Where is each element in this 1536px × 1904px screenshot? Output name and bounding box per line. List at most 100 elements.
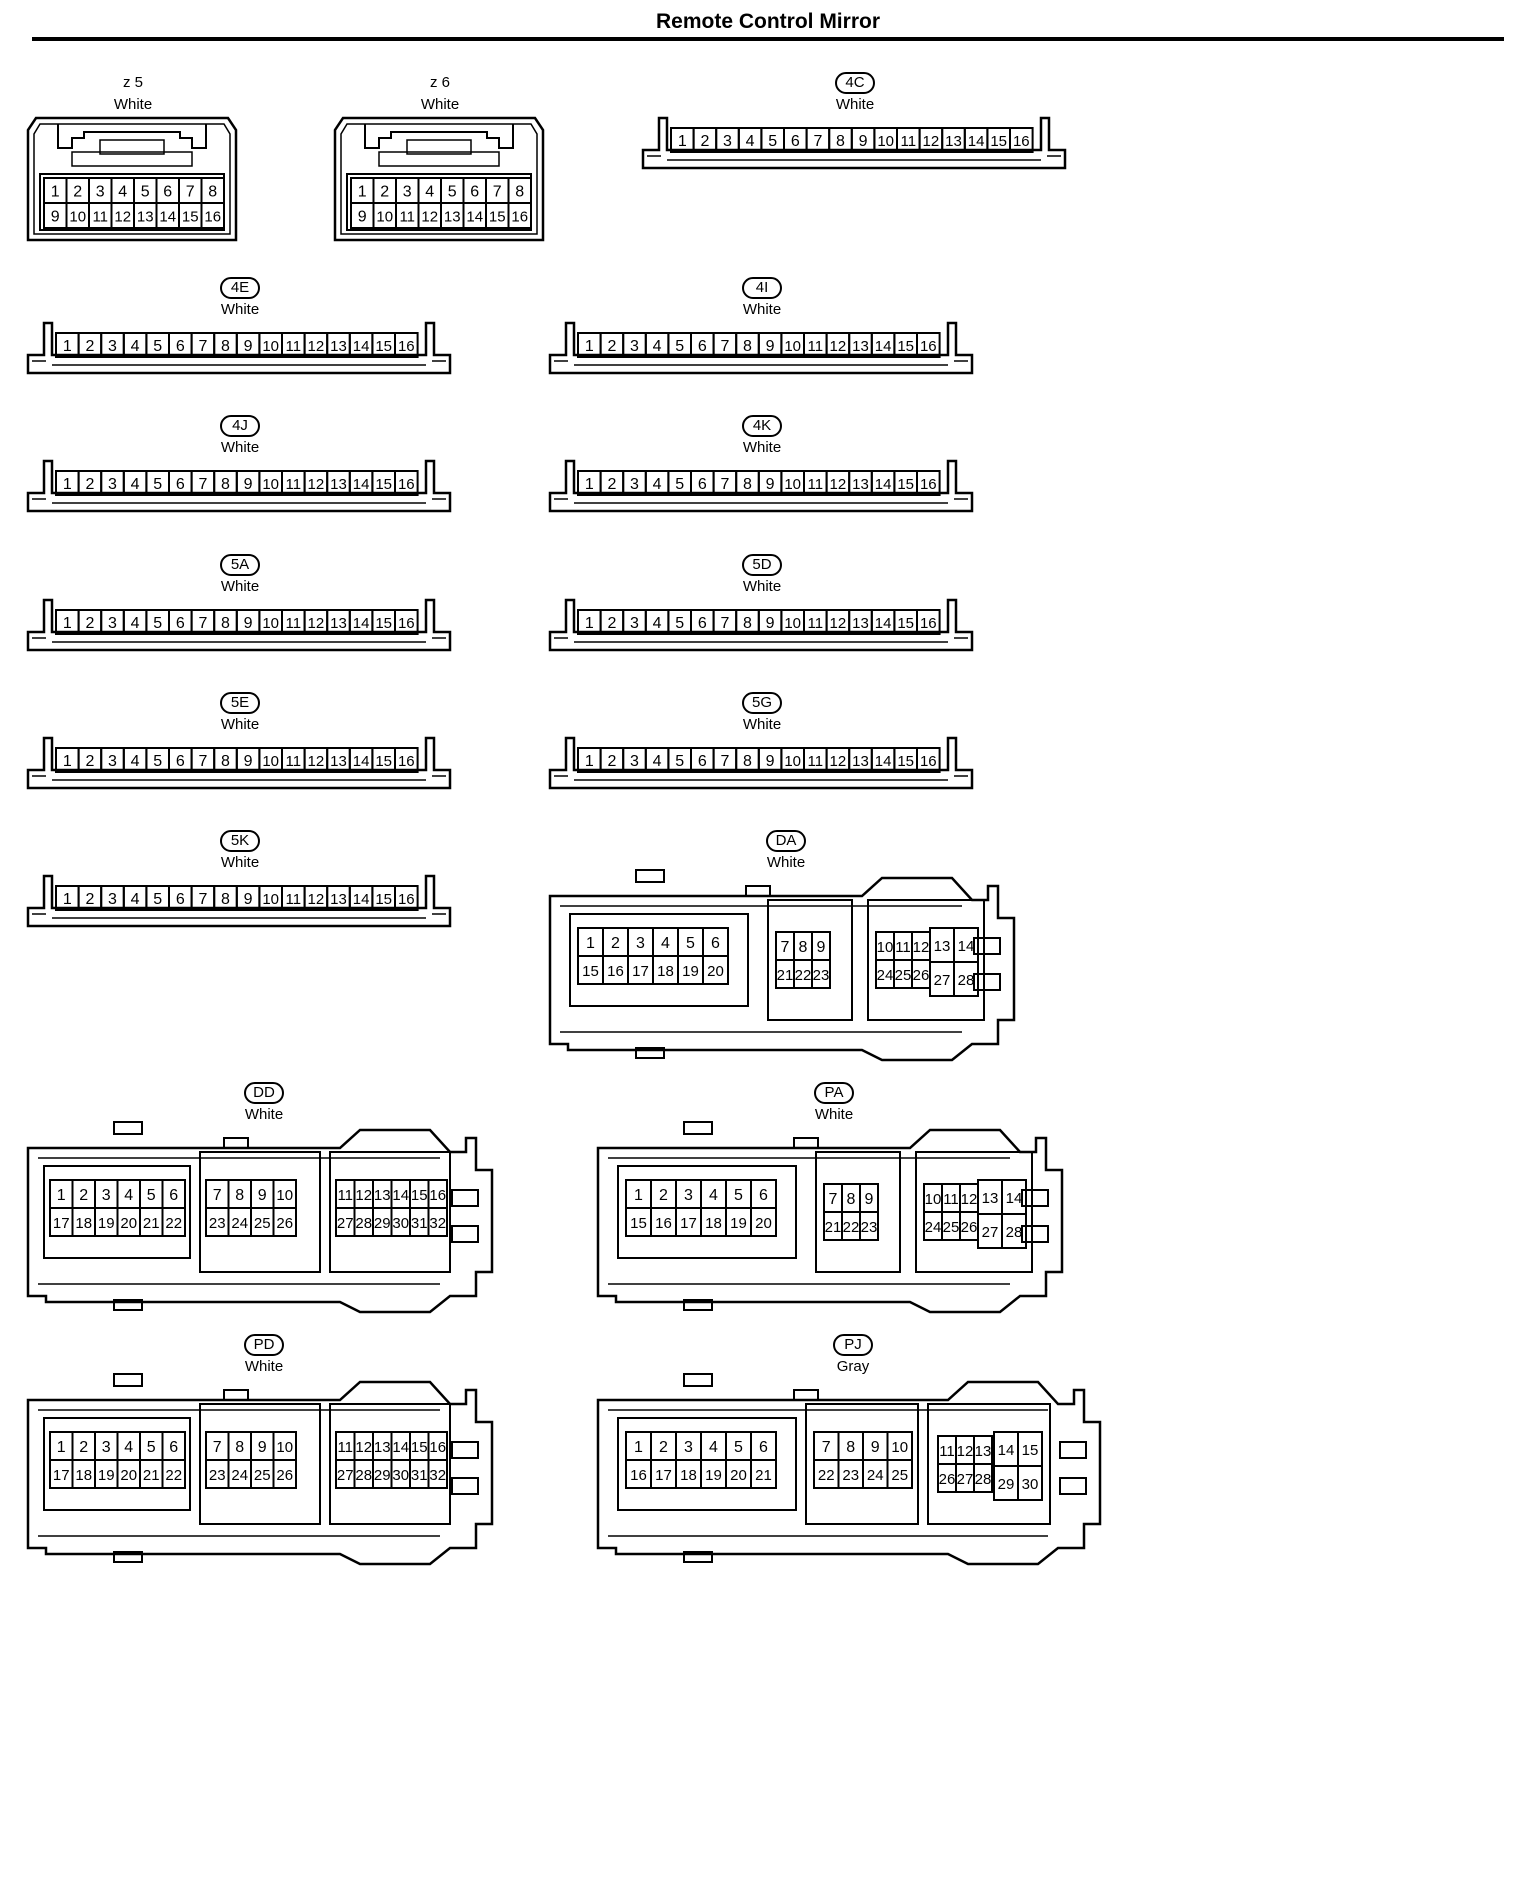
pin-cell: [394, 332, 419, 358]
pin-number: 13: [330, 476, 347, 493]
pin-number: 9: [244, 753, 253, 770]
pin-number: 16: [920, 476, 937, 493]
connector-color: White: [766, 854, 806, 871]
pin-number: 11: [286, 476, 302, 493]
pin-number: 31: [411, 1215, 428, 1232]
connector-code: DD: [244, 1082, 284, 1104]
pin-number: 10: [276, 1439, 293, 1456]
pin-number: 12: [923, 133, 940, 150]
pin-number: 2: [79, 1187, 88, 1204]
pin-number: 11: [399, 209, 415, 226]
pin-number: 12: [308, 476, 325, 493]
pin-number: 4: [118, 184, 127, 201]
connector-color: White: [220, 578, 260, 595]
pin-number: 22: [795, 967, 812, 984]
pin-number: 12: [913, 939, 930, 956]
pin-number: 6: [698, 615, 707, 632]
pin-number: 3: [684, 1187, 693, 1204]
pin-number: 28: [958, 972, 975, 989]
pin-cell: [859, 1211, 879, 1241]
pin-number: 8: [221, 338, 230, 355]
pin-number: 13: [444, 209, 461, 226]
pin-number: 14: [466, 209, 483, 226]
pin-number: 14: [875, 615, 892, 632]
pin-number: 4: [653, 615, 662, 632]
pin-number: 15: [897, 338, 914, 355]
pin-cell: [161, 1459, 186, 1489]
pin-number: 15: [375, 753, 392, 770]
pin-number: 9: [865, 1191, 874, 1208]
page-title: Remote Control Mirror: [655, 10, 880, 33]
pin-number: 24: [867, 1467, 884, 1484]
pin-number: 16: [398, 338, 415, 355]
pin-cell: [953, 961, 979, 997]
pin-number: 16: [920, 753, 937, 770]
pin-number: 9: [871, 1439, 880, 1456]
pin-number: 28: [1006, 1224, 1023, 1241]
pin-number: 27: [934, 972, 951, 989]
pin-number: 7: [720, 615, 729, 632]
pin-number: 16: [607, 963, 624, 980]
pin-number: 3: [684, 1439, 693, 1456]
pin-number: 7: [720, 753, 729, 770]
pin-number: 20: [120, 1467, 137, 1484]
pin-number: 11: [92, 209, 108, 226]
pin-number: 1: [586, 935, 595, 952]
pin-number: 10: [262, 476, 279, 493]
pin-number: 12: [421, 209, 438, 226]
pin-number: 9: [766, 338, 775, 355]
pin-number: 9: [244, 615, 253, 632]
pin-number: 3: [102, 1439, 111, 1456]
pin-number: 12: [830, 753, 847, 770]
connector-color: White: [220, 439, 260, 456]
pin-number: 11: [895, 939, 911, 956]
pin-number: 23: [861, 1219, 878, 1236]
pin-number: 13: [934, 938, 951, 955]
connector-color: White: [742, 578, 782, 595]
pin-number: 24: [231, 1467, 248, 1484]
pin-number: 16: [920, 338, 937, 355]
pin-number: 3: [102, 1187, 111, 1204]
pin-number: 5: [734, 1439, 743, 1456]
pin-number: 26: [913, 967, 930, 984]
pin-number: 1: [51, 184, 60, 201]
pin-number: 8: [836, 133, 845, 150]
connector-code: z 6: [429, 74, 450, 91]
pin-number: 27: [337, 1467, 354, 1484]
pin-number: 13: [852, 615, 869, 632]
pin-number: 5: [153, 476, 162, 493]
pin-number: 25: [895, 967, 912, 984]
pin-number: 19: [705, 1467, 722, 1484]
pin-number: 3: [96, 184, 105, 201]
connector-color: White: [742, 439, 782, 456]
pin-number: 4: [661, 935, 670, 952]
pin-number: 10: [784, 338, 801, 355]
connector-color: White: [220, 854, 260, 871]
pin-number: 31: [411, 1467, 428, 1484]
pin-number: 11: [337, 1439, 353, 1456]
pin-number: 15: [375, 891, 392, 908]
pin-number: 14: [875, 753, 892, 770]
pin-number: 10: [376, 209, 393, 226]
pin-number: 15: [182, 209, 199, 226]
pin-number: 2: [79, 1439, 88, 1456]
pin-cell: [272, 1459, 297, 1489]
pin-number: 7: [781, 939, 790, 956]
pin-number: 3: [108, 753, 117, 770]
pin-number: 9: [258, 1439, 267, 1456]
pin-cell: [1001, 1213, 1027, 1249]
pin-number: 14: [958, 938, 975, 955]
pin-number: 11: [337, 1187, 353, 1204]
pin-number: 28: [975, 1471, 992, 1488]
pin-number: 4: [653, 476, 662, 493]
pin-number: 16: [204, 209, 221, 226]
pin-number: 1: [585, 338, 594, 355]
pin-cell: [973, 1463, 993, 1493]
pin-number: 30: [392, 1467, 409, 1484]
pin-number: 6: [698, 753, 707, 770]
